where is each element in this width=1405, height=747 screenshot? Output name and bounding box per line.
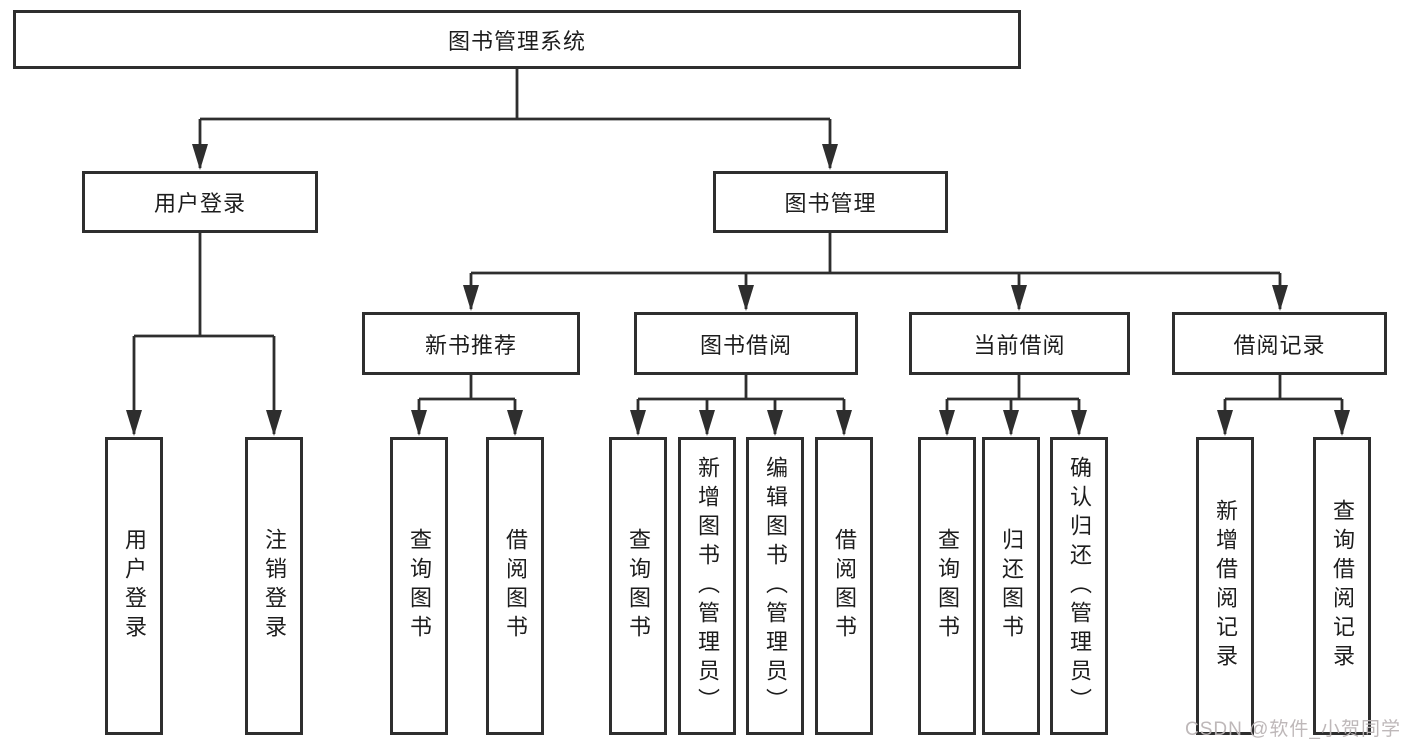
leaf-edit-books-admin: 编辑图书（管理员） xyxy=(746,437,804,735)
leaf-borrow-books-2: 借阅图书 xyxy=(815,437,873,735)
leaf-user-login: 用户登录 xyxy=(105,437,163,735)
leaf-add-borrow-record: 新增借阅记录 xyxy=(1196,437,1254,735)
leaf-query-books-3: 查询图书 xyxy=(918,437,976,735)
leaf-add-books-admin: 新增图书（管理员） xyxy=(678,437,736,735)
leaf-return-books: 归还图书 xyxy=(982,437,1040,735)
leaf-borrow-books-2-label: 借阅图书 xyxy=(832,528,857,644)
leaf-edit-books-admin-label: 编辑图书（管理员） xyxy=(763,455,788,717)
csdn-watermark: CSDN @软件_小贺同学 xyxy=(1185,719,1401,740)
node-current-borrowing: 当前借阅 xyxy=(909,312,1130,375)
leaf-add-books-admin-label: 新增图书（管理员） xyxy=(695,455,720,717)
leaf-query-books-2-label: 查询图书 xyxy=(626,528,651,644)
node-new-book-recommend: 新书推荐 xyxy=(362,312,580,375)
node-book-borrowing: 图书借阅 xyxy=(634,312,858,375)
leaf-query-borrow-record-label: 查询借阅记录 xyxy=(1330,499,1355,673)
node-book-management: 图书管理 xyxy=(713,171,948,233)
node-borrowing-records: 借阅记录 xyxy=(1172,312,1387,375)
leaf-query-books: 查询图书 xyxy=(390,437,448,735)
connector-group xyxy=(126,69,1350,436)
leaf-add-borrow-record-label: 新增借阅记录 xyxy=(1213,499,1238,673)
node-user-login: 用户登录 xyxy=(82,171,318,233)
leaf-confirm-return-admin-label: 确认归还（管理员） xyxy=(1067,455,1092,717)
leaf-return-books-label: 归还图书 xyxy=(999,528,1024,644)
leaf-user-login-label: 用户登录 xyxy=(122,528,147,644)
leaf-query-borrow-record: 查询借阅记录 xyxy=(1313,437,1371,735)
leaf-query-books-2: 查询图书 xyxy=(609,437,667,735)
leaf-confirm-return-admin: 确认归还（管理员） xyxy=(1050,437,1108,735)
leaf-query-books-label: 查询图书 xyxy=(407,528,432,644)
leaf-logout-label: 注销登录 xyxy=(262,528,287,644)
leaf-query-books-3-label: 查询图书 xyxy=(935,528,960,644)
node-root-system: 图书管理系统 xyxy=(13,10,1021,69)
leaf-borrow-books-label: 借阅图书 xyxy=(503,528,528,644)
leaf-borrow-books: 借阅图书 xyxy=(486,437,544,735)
leaf-logout: 注销登录 xyxy=(245,437,303,735)
